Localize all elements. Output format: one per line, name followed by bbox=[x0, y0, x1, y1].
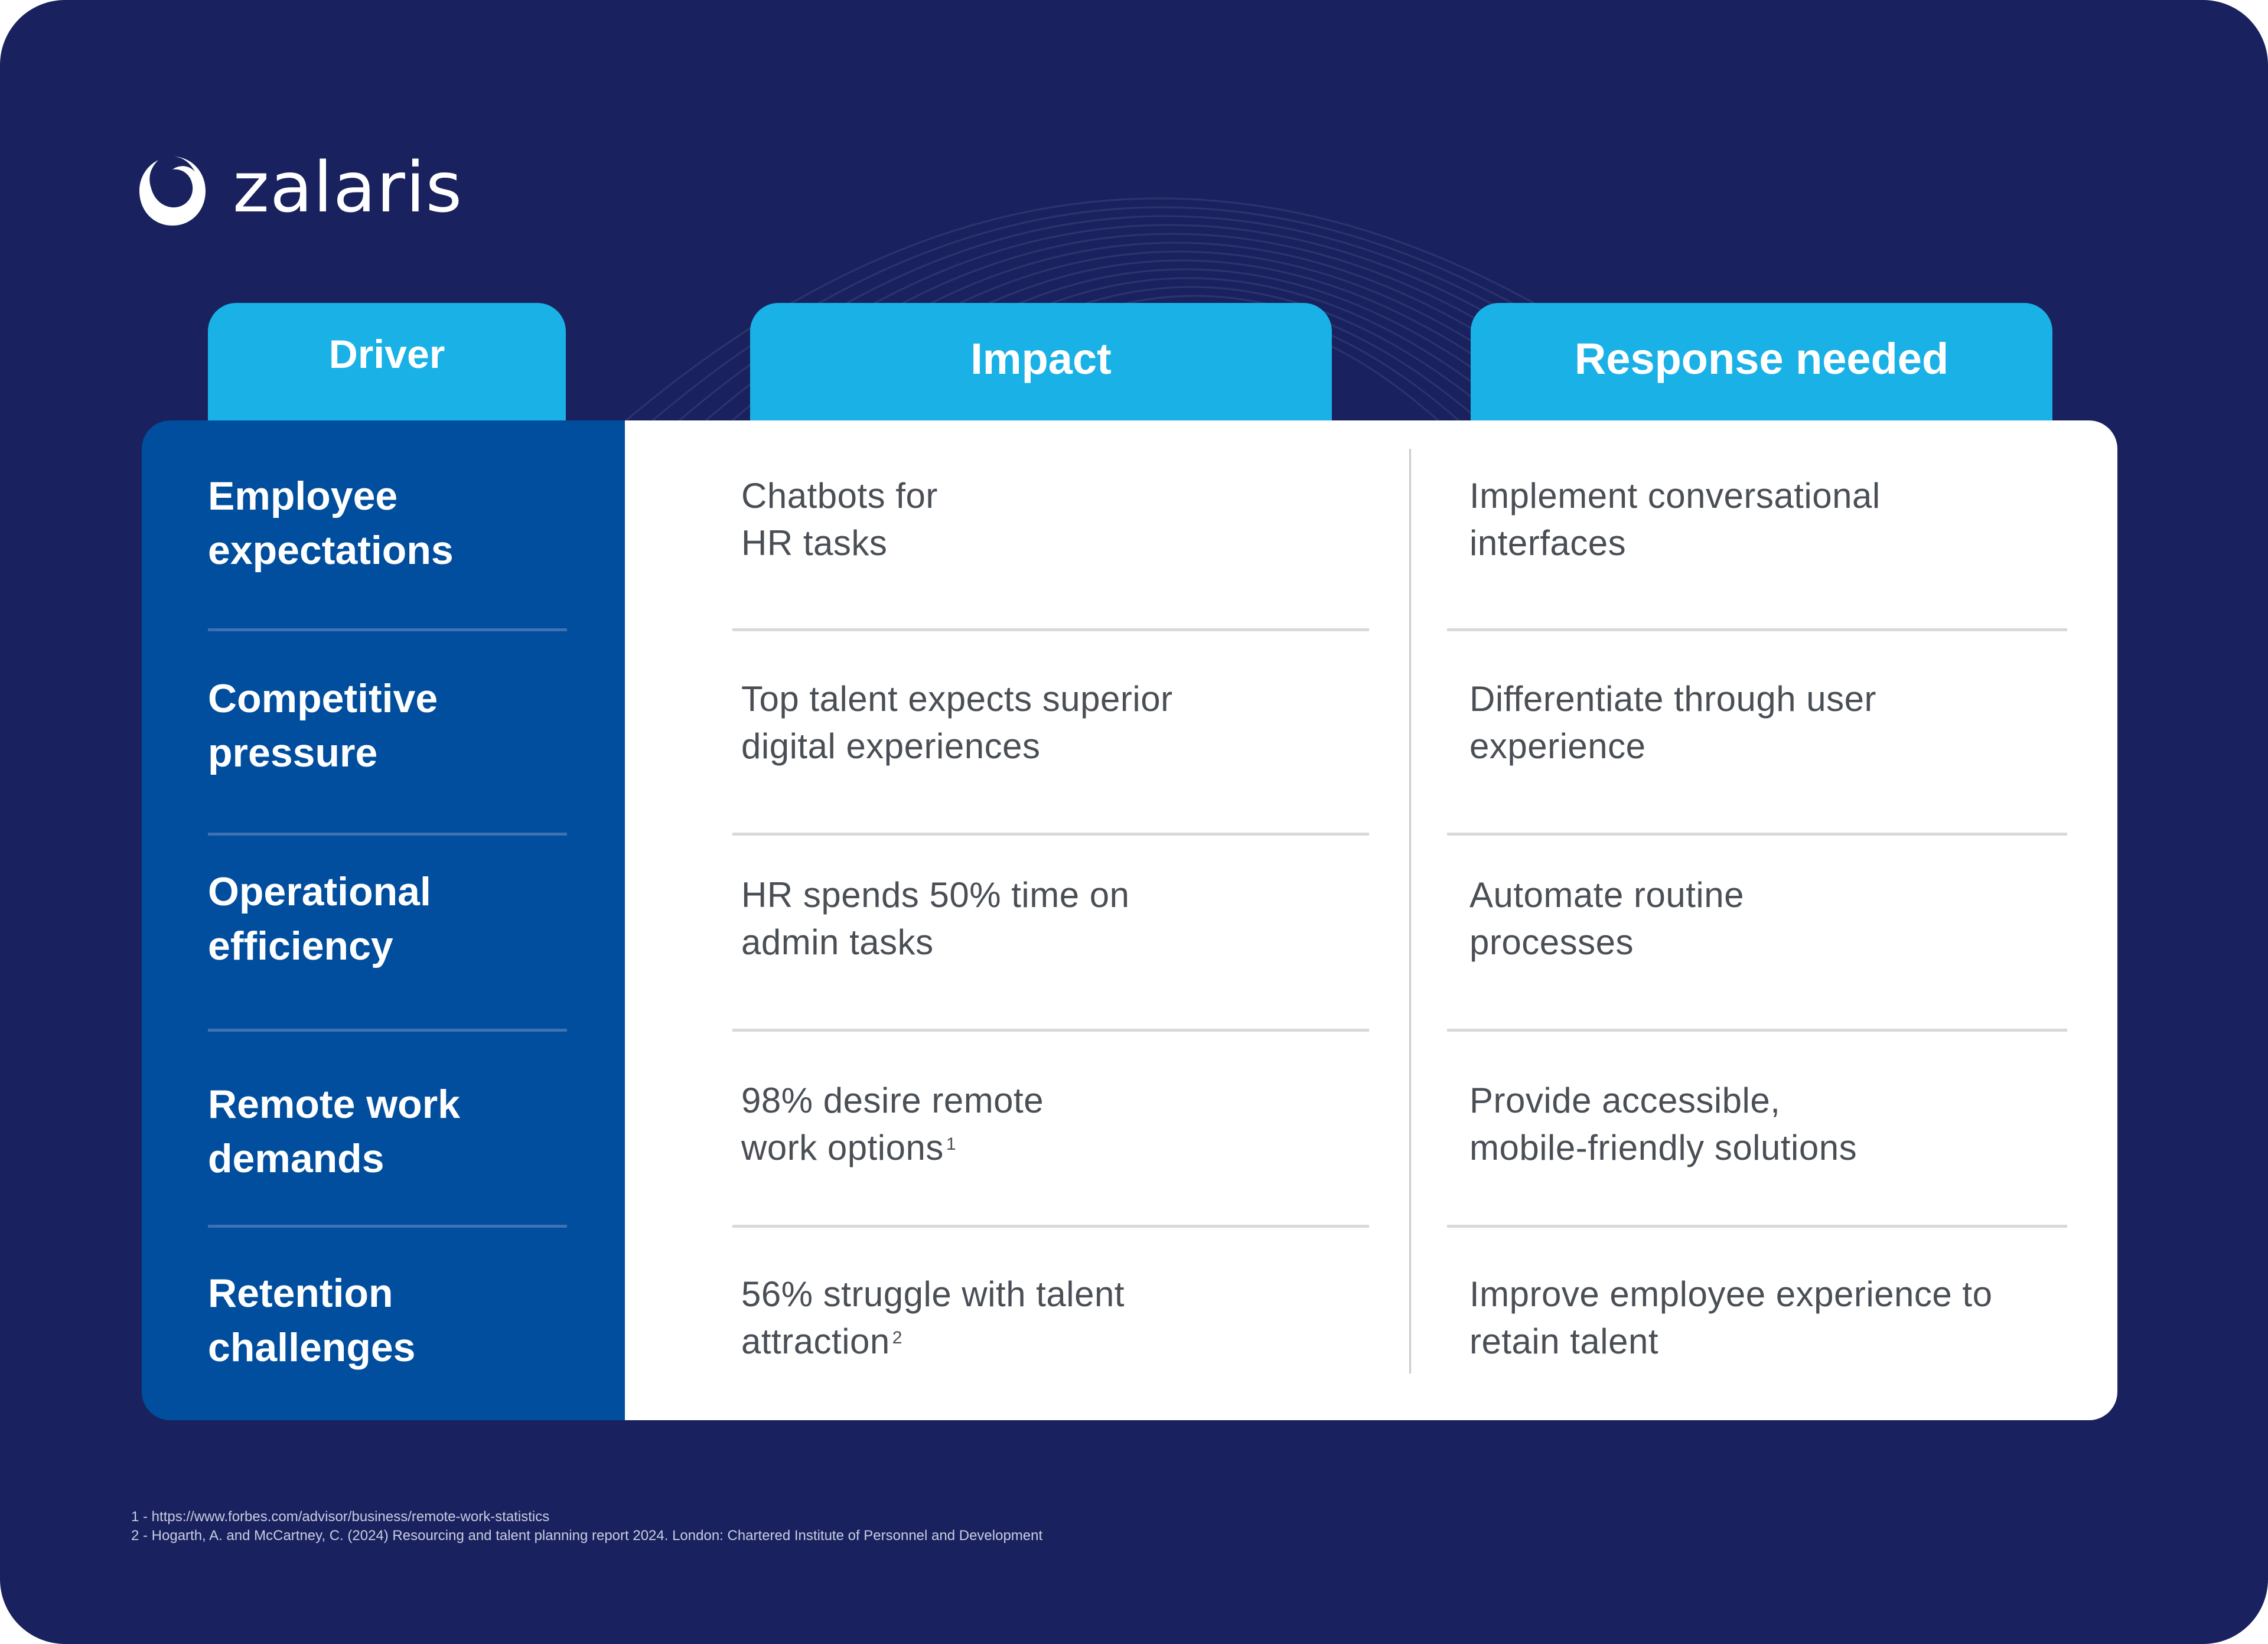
driver-line: Retention bbox=[208, 1271, 393, 1316]
driver-line: demands bbox=[208, 1136, 384, 1181]
impact-line: Top talent expects superior bbox=[741, 679, 1173, 719]
driver-line: Operational bbox=[208, 869, 431, 914]
column-header-driver-label: Driver bbox=[328, 332, 445, 377]
row-separator bbox=[208, 1029, 567, 1032]
impact-line: digital experiences bbox=[741, 726, 1041, 766]
response-line: Automate routine bbox=[1469, 875, 1744, 915]
driver-line: challenges bbox=[208, 1325, 416, 1370]
impact-line-text: work options bbox=[741, 1128, 944, 1167]
response-line: mobile-friendly solutions bbox=[1469, 1128, 1858, 1167]
impact-line: HR spends 50% time on bbox=[741, 875, 1130, 915]
response-cell: Differentiate through user experience bbox=[1469, 676, 1876, 770]
response-line: experience bbox=[1469, 726, 1646, 766]
row-separator bbox=[732, 628, 1369, 631]
row-separator bbox=[208, 833, 567, 836]
column-header-driver: Driver bbox=[208, 303, 566, 433]
row-separator bbox=[1447, 833, 2067, 836]
impact-cell: Chatbots for HR tasks bbox=[741, 472, 938, 567]
driver-column-panel bbox=[142, 420, 627, 1420]
driver-line: Remote work bbox=[208, 1082, 460, 1127]
brand-name: zalaris bbox=[233, 146, 463, 228]
zalaris-swirl-logo-icon bbox=[139, 156, 206, 226]
row-separator bbox=[1447, 628, 2067, 631]
row-separator bbox=[208, 1225, 567, 1228]
drivers-table: Employee expectations Chatbots for HR ta… bbox=[142, 420, 2117, 1420]
impact-line: 56% struggle with talent bbox=[741, 1274, 1125, 1314]
driver-line: efficiency bbox=[208, 924, 393, 968]
response-line: Implement conversational bbox=[1469, 476, 1881, 516]
column-header-response-label: Response needed bbox=[1574, 334, 1949, 383]
footnote-1: 1 - https://www.forbes.com/advisor/busin… bbox=[131, 1509, 550, 1525]
row-separator bbox=[1447, 1225, 2067, 1228]
row-separator bbox=[732, 833, 1369, 836]
footnotes: 1 - https://www.forbes.com/advisor/busin… bbox=[131, 1508, 1042, 1545]
row-separator bbox=[732, 1029, 1369, 1032]
response-line: Provide accessible, bbox=[1469, 1081, 1781, 1120]
driver-cell: Retention challenges bbox=[208, 1266, 416, 1375]
impact-line: admin tasks bbox=[741, 922, 934, 962]
column-header-impact: Impact bbox=[750, 303, 1332, 433]
row-separator bbox=[1447, 1029, 2067, 1032]
response-cell: Provide accessible, mobile-friendly solu… bbox=[1469, 1077, 1857, 1172]
driver-cell: Employee expectations bbox=[208, 469, 454, 578]
driver-cell: Competitive pressure bbox=[208, 671, 438, 780]
driver-line: Competitive bbox=[208, 676, 438, 721]
driver-line: expectations bbox=[208, 528, 454, 573]
response-line: Differentiate through user bbox=[1469, 679, 1876, 719]
impact-line: HR tasks bbox=[741, 523, 888, 563]
driver-cell: Operational efficiency bbox=[208, 865, 431, 973]
row-separator bbox=[732, 1225, 1369, 1228]
column-header-response: Response needed bbox=[1471, 303, 2052, 433]
footnote-reference: 1 bbox=[946, 1134, 957, 1154]
driver-cell: Remote work demands bbox=[208, 1077, 460, 1186]
response-cell: Automate routine processes bbox=[1469, 872, 1744, 966]
impact-line: Chatbots for bbox=[741, 476, 938, 516]
brand-logo: zalaris bbox=[137, 152, 462, 229]
impact-cell: Top talent expects superior digital expe… bbox=[741, 676, 1173, 770]
impact-line: 98% desire remote bbox=[741, 1081, 1044, 1120]
column-header-impact-label: Impact bbox=[970, 334, 1112, 383]
footnote-2: 2 - Hogarth, A. and McCartney, C. (2024)… bbox=[131, 1528, 1043, 1544]
response-cell: Implement conversational interfaces bbox=[1469, 472, 1881, 567]
response-cell: Improve employee experience to retain ta… bbox=[1469, 1271, 1992, 1365]
impact-cell: HR spends 50% time on admin tasks bbox=[741, 872, 1130, 966]
footnote-reference: 2 bbox=[892, 1328, 902, 1348]
row-separator bbox=[208, 628, 567, 631]
column-divider bbox=[1409, 449, 1411, 1374]
response-line: Improve employee experience to bbox=[1469, 1274, 1993, 1314]
impact-response-panel bbox=[625, 420, 2117, 1420]
driver-line: Employee bbox=[208, 474, 398, 518]
driver-line: pressure bbox=[208, 730, 378, 775]
response-line: interfaces bbox=[1469, 523, 1627, 563]
response-line: processes bbox=[1469, 922, 1634, 962]
response-line: retain talent bbox=[1469, 1322, 1659, 1361]
impact-line-text: attraction bbox=[741, 1322, 890, 1361]
